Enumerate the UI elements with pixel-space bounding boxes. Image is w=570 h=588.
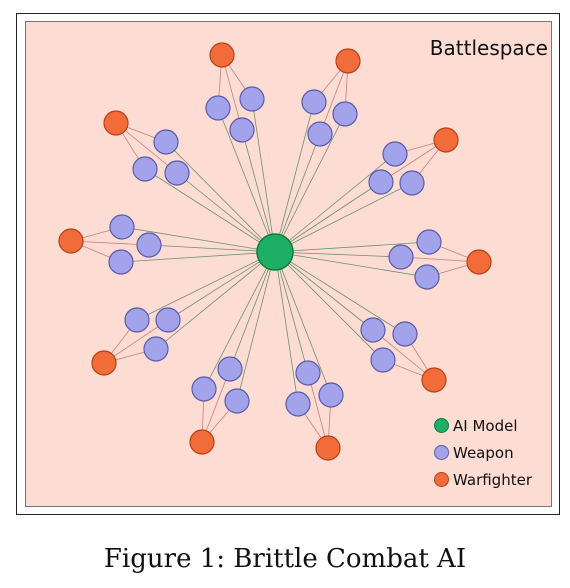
ai-weapon-link: [121, 226, 276, 253]
weapon-node: [124, 307, 150, 333]
ai-weapon-link: [274, 241, 430, 253]
ai-weapon-link: [120, 251, 276, 263]
warfighter-node: [421, 367, 447, 393]
ai-weapon-link: [274, 133, 321, 253]
weapon-node: [370, 347, 396, 373]
warfighter-node: [58, 228, 84, 254]
weapon-node: [392, 321, 418, 347]
weapon-node: [132, 156, 158, 182]
warfighter-node: [189, 429, 215, 455]
ai-weapon-link: [203, 251, 276, 390]
warfighter-node: [466, 249, 492, 275]
weapon-node: [285, 391, 311, 417]
warfighter-weapon-link: [221, 54, 243, 131]
ai-weapon-link: [236, 251, 276, 402]
legend-item-ai-model: AI Model: [434, 412, 532, 439]
weapon-swatch: [434, 445, 449, 460]
legend-item-warfighter: Warfighter: [434, 466, 532, 493]
warfighter-weapon-link: [201, 368, 231, 443]
ai-weapon-link: [251, 98, 276, 253]
weapon-node: [164, 160, 190, 186]
ai-model-node: [256, 233, 294, 271]
weapon-node: [239, 86, 265, 112]
weapon-node: [388, 244, 414, 270]
weapon-node: [368, 169, 394, 195]
warfighter-node: [103, 110, 129, 136]
weapon-node: [332, 101, 358, 127]
ai-weapon-link: [274, 251, 406, 335]
warfighter-weapon-link: [319, 60, 349, 135]
weapon-node: [108, 249, 134, 275]
warfighter-node: [91, 350, 117, 376]
ai-weapon-link: [274, 251, 428, 278]
legend-item-weapon: Weapon: [434, 439, 532, 466]
weapon-node: [307, 121, 333, 147]
warfighter-weapon-link: [372, 329, 435, 381]
ai-weapon-link: [176, 172, 276, 253]
weapon-node: [136, 232, 162, 258]
weapon-node: [217, 356, 243, 382]
battlespace-title: Battlespace: [429, 36, 548, 60]
weapon-node: [143, 336, 169, 362]
weapon-node: [414, 264, 440, 290]
weapon-node: [318, 382, 344, 408]
ai-weapon-link: [148, 244, 276, 253]
weapon-node: [191, 376, 217, 402]
ai-weapon-link: [274, 251, 402, 258]
weapon-node: [205, 95, 231, 121]
weapon-node: [229, 117, 255, 143]
ai-weapon-link: [274, 101, 315, 253]
ai-weapon-link: [274, 182, 413, 253]
ai-weapon-link: [274, 251, 299, 405]
weapon-node: [360, 317, 386, 343]
legend: AI Model Weapon Warfighter: [434, 412, 532, 493]
weapon-node: [399, 170, 425, 196]
legend-label-ai-model: AI Model: [453, 416, 518, 435]
ai-weapon-link: [155, 251, 276, 350]
ai-weapon-link: [274, 251, 374, 331]
weapon-node: [295, 360, 321, 386]
weapon-node: [155, 307, 181, 333]
ai-weapon-link: [136, 251, 276, 321]
weapon-node: [153, 129, 179, 155]
figure-caption: Figure 1: Brittle Combat AI: [103, 544, 467, 574]
warfighter-weapon-link: [103, 319, 169, 364]
warfighter-node: [209, 42, 235, 68]
ai-weapon-link: [144, 168, 276, 253]
warfighter-weapon-link: [307, 372, 329, 449]
warfighter-weapon-link: [380, 139, 447, 183]
warfighter-weapon-link: [115, 122, 178, 174]
ai-model-swatch: [434, 418, 449, 433]
ai-weapon-link: [241, 129, 276, 253]
ai-weapon-link: [274, 153, 396, 253]
weapon-node: [109, 214, 135, 240]
ai-weapon-link: [165, 141, 276, 253]
legend-label-warfighter: Warfighter: [453, 470, 532, 489]
warfighter-swatch: [434, 472, 449, 487]
warfighter-node: [335, 48, 361, 74]
ai-weapon-link: [167, 251, 276, 321]
ai-weapon-link: [274, 113, 346, 253]
ai-weapon-link: [274, 251, 384, 361]
ai-weapon-link: [217, 107, 276, 253]
ai-weapon-link: [274, 251, 309, 374]
warfighter-node: [315, 435, 341, 461]
weapon-node: [224, 388, 250, 414]
weapon-node: [416, 229, 442, 255]
weapon-node: [301, 89, 327, 115]
ai-weapon-link: [274, 251, 332, 396]
weapon-node: [382, 141, 408, 167]
warfighter-weapon-link: [70, 240, 150, 246]
ai-weapon-link: [274, 181, 382, 253]
legend-label-weapon: Weapon: [453, 443, 514, 462]
warfighter-weapon-link: [400, 256, 480, 263]
warfighter-node: [433, 127, 459, 153]
ai-weapon-link: [229, 251, 276, 370]
